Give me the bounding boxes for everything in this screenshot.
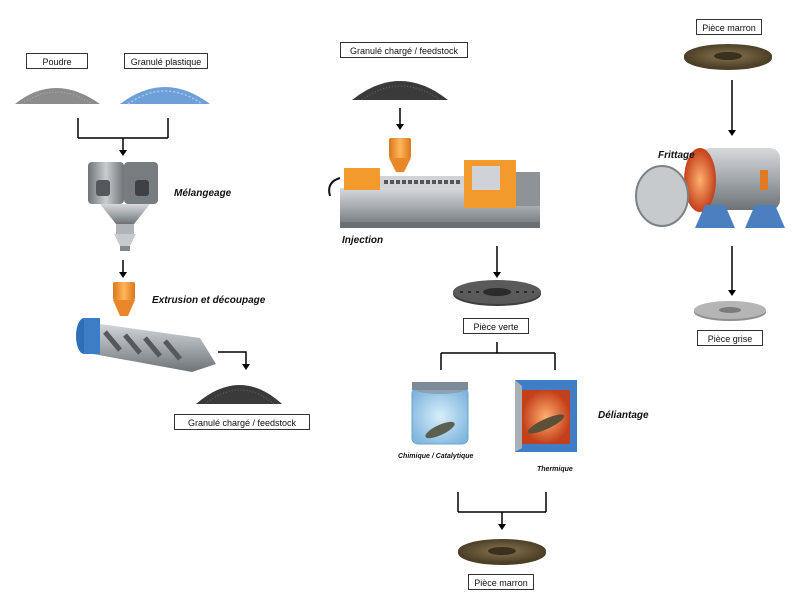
brown-part-bottom-image — [458, 539, 546, 565]
label-piece-marron-top: Pièce marron — [696, 19, 762, 35]
chemical-bath-image — [411, 382, 469, 445]
green-part-image — [453, 280, 541, 306]
label-chimique: Chimique / Catalytique — [398, 453, 474, 460]
label-granule-plastique: Granulé plastique — [124, 53, 208, 69]
label-piece-verte: Pièce verte — [463, 318, 529, 334]
label-frittage: Frittage — [658, 150, 695, 161]
arrow-head — [119, 272, 127, 278]
thermal-oven-image — [515, 380, 577, 452]
label-melangeage: Mélangeage — [174, 188, 232, 199]
label-extrusion: Extrusion et découpage — [152, 295, 266, 306]
arrow-head — [728, 130, 736, 136]
brown-part-top-image — [684, 44, 772, 70]
label-thermique: Thermique — [537, 466, 573, 473]
feedstock-pile-image — [196, 385, 282, 405]
sintering-furnace-image — [635, 148, 785, 228]
merge-connector-bottom — [457, 492, 547, 524]
extruder-output-connector — [218, 351, 247, 366]
mixer-image — [88, 162, 158, 251]
injection-machine-image — [328, 138, 540, 228]
label-injection: Injection — [342, 235, 384, 246]
arrow-head — [728, 290, 736, 296]
grey-part-image — [694, 301, 766, 321]
arrow-head — [119, 150, 127, 156]
feedstock-pile-top-image — [352, 81, 448, 101]
extruder-image — [76, 282, 216, 372]
label-deliantage: Déliantage — [598, 410, 649, 421]
arrow-head — [493, 272, 501, 278]
arrow-head — [242, 364, 250, 370]
merge-connector — [77, 118, 169, 152]
arrow-head — [396, 124, 404, 130]
label-feedstock-top: Granulé chargé / feedstock — [340, 42, 468, 58]
plastic-granules-image — [120, 87, 210, 105]
label-piece-marron-bottom: Pièce marron — [468, 574, 534, 590]
label-feedstock-bottom: Granulé chargé / feedstock — [174, 414, 310, 430]
arrow-head — [498, 524, 506, 530]
powder-pile-image — [15, 88, 100, 105]
split-connector — [440, 342, 556, 370]
label-piece-grise: Pièce grise — [697, 330, 763, 346]
label-poudre: Poudre — [26, 53, 88, 69]
